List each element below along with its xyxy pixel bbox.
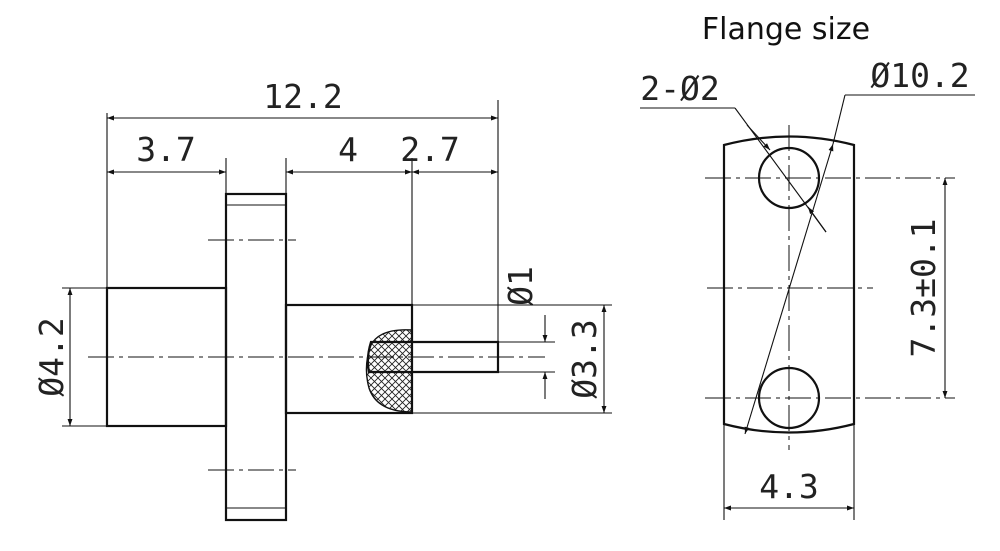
dim-pin-diameter: Ø1 — [501, 266, 540, 306]
dim-pin-length: 2.7 — [400, 130, 460, 169]
dim-rear-length: 3.7 — [136, 130, 196, 169]
dim-front-length: 4 — [338, 130, 358, 169]
dim-body-diameter: Ø4.2 — [32, 317, 71, 396]
dim-front-diameter: Ø3.3 — [565, 319, 604, 398]
dim-flange-width: 4.3 — [759, 467, 819, 506]
dim-hole-callout: 2-Ø2 — [640, 69, 719, 108]
dim-flange-diameter: Ø10.2 — [870, 56, 969, 95]
flange-view: Ø10.2 2-Ø2 7.3±0.1 4.3 — [640, 56, 975, 520]
dim-hole-spacing: 7.3±0.1 — [904, 218, 943, 357]
center-pin — [366, 340, 500, 374]
insulator-hatch — [365, 329, 413, 413]
flange-size-title: Flange size — [702, 12, 870, 47]
dim-overall-length: 12.2 — [263, 77, 342, 116]
side-view: 12.2 3.7 4 2.7 Ø4.2 Ø1 Ø3.3 — [32, 77, 612, 522]
